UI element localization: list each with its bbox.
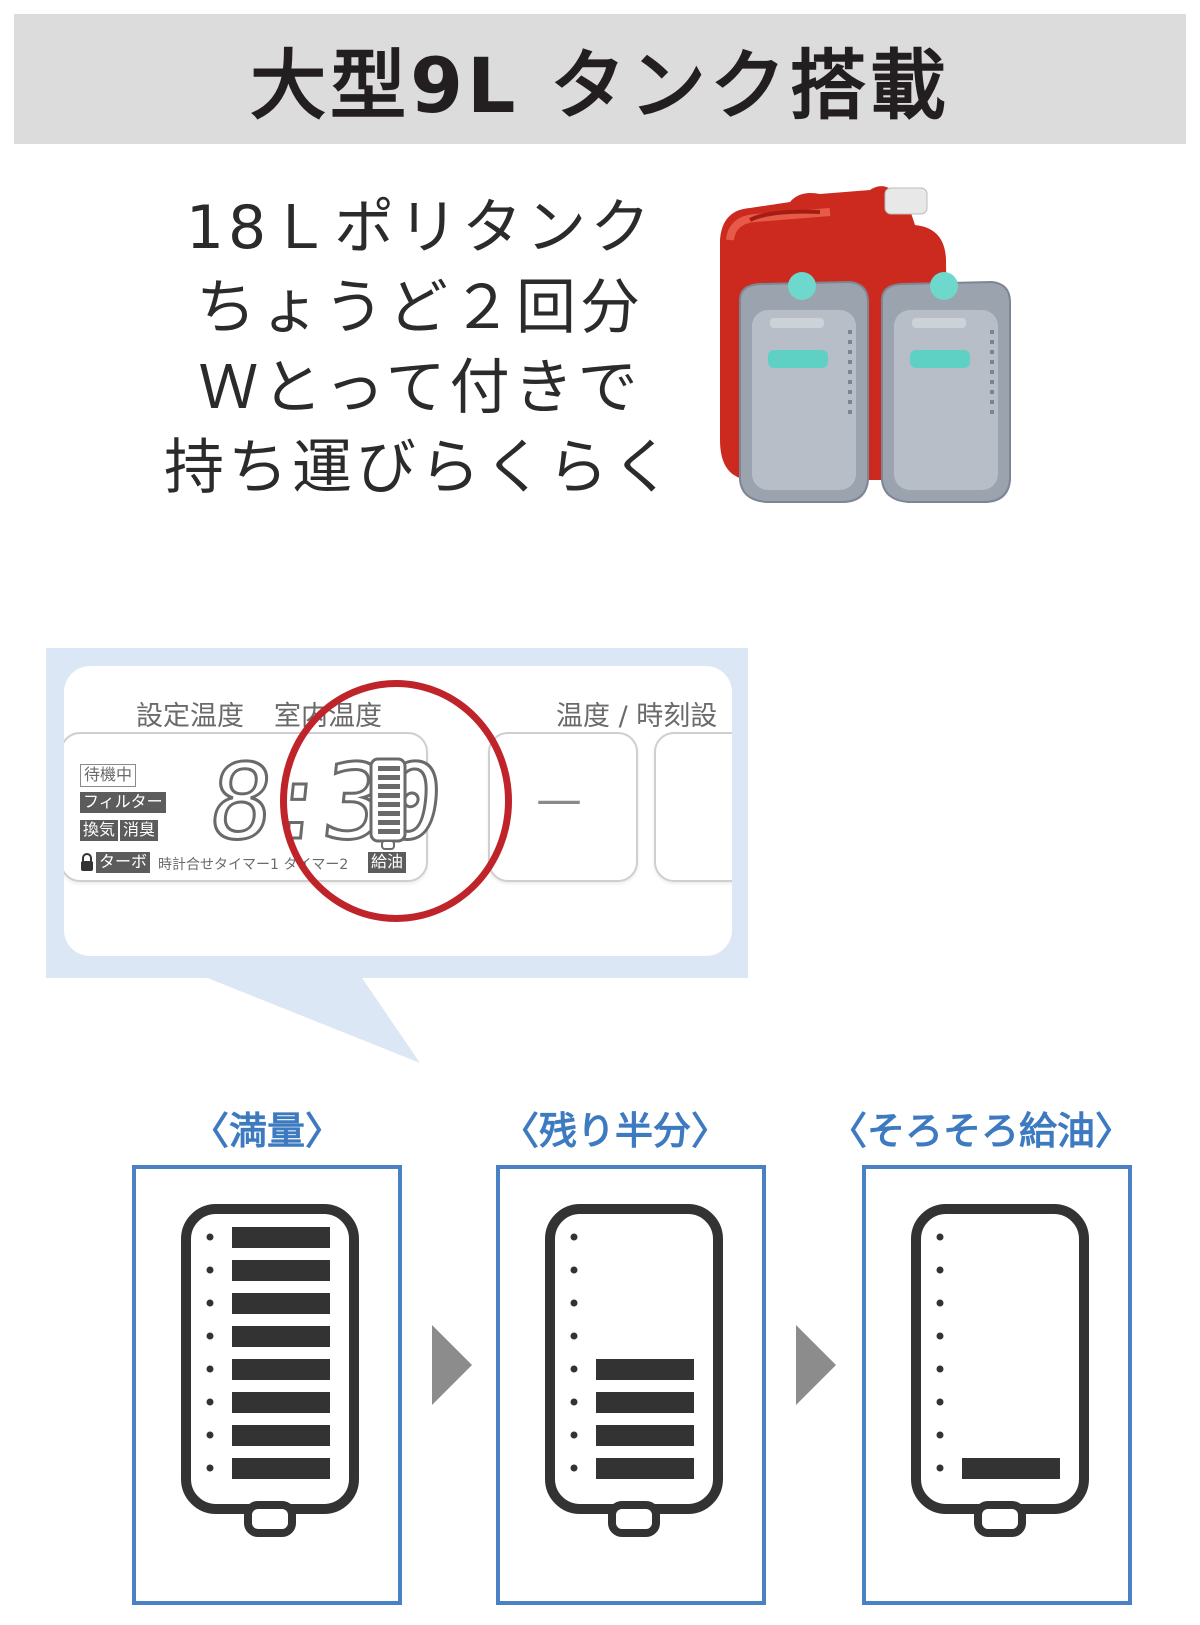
intro-line: Ｗとって付きで [198,353,642,423]
gauge-tick-dot [570,1266,578,1274]
highlight-circle [280,680,512,922]
lock-icon [81,853,93,871]
fuel-gauge-half-icon [545,1204,723,1537]
gauge-spout [608,1501,660,1537]
gauge-tick-dot [936,1332,944,1340]
gauge-tick-dot [570,1398,578,1406]
gauge-tick-dot [206,1464,214,1472]
gauge-level-bar [232,1293,330,1314]
fuel-gauge-low-icon [911,1204,1089,1537]
gauge-level-bar [962,1458,1060,1479]
gauge-level-bar [232,1260,330,1281]
header-banner: 大型9L タンク搭載 [14,14,1186,144]
intro-text: 18Ｌポリタンク ちょうど２回分 Ｗとって付きで 持ち運びらくらく [140,188,700,508]
level-label-half: 〈残り半分〉 [500,1109,729,1153]
gray-tank-image-left [739,272,869,503]
gauge-level-bar [232,1359,330,1380]
gauge-tick-dot [936,1431,944,1439]
deodor-tag: 消臭 [120,820,159,841]
gauge-tick-dot [936,1365,944,1373]
gauge-tick-dot [206,1299,214,1307]
gauge-level-bar [232,1392,330,1413]
gauge-tick-dot [936,1464,944,1472]
standby-tag: 待機中 [80,764,137,787]
set-temp-label: 設定温度 [136,701,244,732]
fuel-gauge-full-icon [181,1204,359,1537]
gauge-tick-dot [206,1431,214,1439]
gauge-tick-dot [936,1299,944,1307]
gauge-tick-dot [570,1299,578,1307]
gauge-tick-dot [936,1233,944,1241]
gauge-level-bar [232,1326,330,1347]
gauge-tick-dot [206,1266,214,1274]
page-title: 大型9L タンク搭載 [250,41,950,130]
gauge-tick-dot [206,1332,214,1340]
level-label-full: 〈満量〉 [190,1109,343,1153]
next-display [654,732,732,882]
callout-tail [200,975,420,1063]
gauge-level-bar [232,1458,330,1479]
gauge-spout [974,1501,1026,1537]
gauge-level-bar [596,1359,694,1380]
gauge-level-bar [232,1425,330,1446]
gauge-level-bar [232,1227,330,1248]
gauge-level-bar [596,1425,694,1446]
gauge-level-bar [596,1392,694,1413]
display-dash: — [536,772,582,826]
temp-time-label: 温度 / 時刻設 [556,701,718,732]
gauge-tick-dot [570,1233,578,1241]
turbo-tag: ターボ [96,852,151,873]
gauge-tick-dot [206,1233,214,1241]
gauge-tick-dot [570,1464,578,1472]
gauge-tick-dot [206,1365,214,1373]
level-panel-half [496,1165,766,1605]
level-panel-low [862,1165,1132,1605]
gray-tank-image-right [881,272,1011,503]
vent-tag: 換気 [80,820,119,841]
gauge-tick-dot [570,1431,578,1439]
intro-line: 18Ｌポリタンク [185,193,655,263]
gauge-tick-dot [570,1365,578,1373]
intro-line: ちょうど２回分 [196,273,644,343]
arrow-right-icon [796,1325,836,1405]
gauge-tick-dot [570,1332,578,1340]
level-panel-full [132,1165,402,1605]
gauge-tick-dot [936,1398,944,1406]
intro-line: 持ち運びらくらく [164,433,676,503]
gauge-spout [244,1501,296,1537]
level-label-low: 〈そろそろ給油〉 [828,1109,1133,1153]
tank-illustration [720,186,1011,503]
gauge-tick-dot [206,1398,214,1406]
filter-tag: フィルター [80,792,166,813]
gauge-level-bar [596,1458,694,1479]
gauge-tick-dot [936,1266,944,1274]
arrow-right-icon [432,1325,472,1405]
